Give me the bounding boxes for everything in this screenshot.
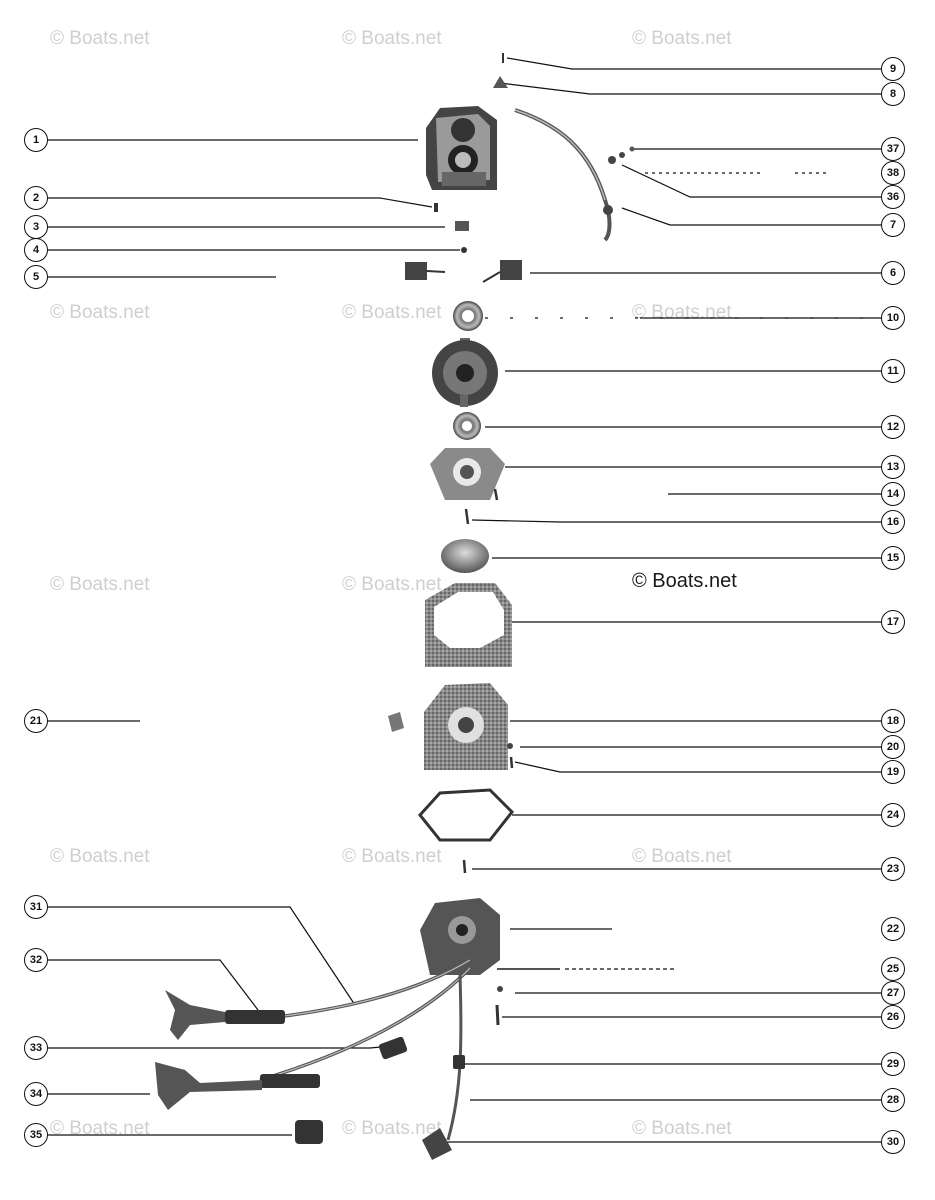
leader-line-2 xyxy=(36,197,433,208)
watermark: © Boats.net xyxy=(50,28,150,49)
part-5 xyxy=(405,262,446,280)
callout-19: 19 xyxy=(881,760,905,784)
part-6 xyxy=(482,260,522,283)
leader-line-36 xyxy=(621,164,893,198)
callout-15: 15 xyxy=(881,546,905,570)
watermark: © Boats.net xyxy=(342,1118,442,1139)
part-rotor-11 xyxy=(432,338,498,407)
part-screw-16 xyxy=(464,508,470,525)
callout-12: 12 xyxy=(881,415,905,439)
callout-33: 33 xyxy=(24,1036,48,1060)
watermark: © Boats.net xyxy=(632,846,732,867)
callout-26: 26 xyxy=(881,1005,905,1029)
callout-11: 11 xyxy=(881,359,905,383)
watermark: © Boats.net xyxy=(50,1118,150,1139)
part-3 xyxy=(455,221,469,231)
part-housing-top xyxy=(426,106,497,190)
callout-8: 8 xyxy=(881,82,905,106)
leader-line-7 xyxy=(621,207,893,226)
callout-16: 16 xyxy=(881,510,905,534)
leader-line-8 xyxy=(499,82,893,95)
part-19 xyxy=(509,756,514,769)
leader-line-9 xyxy=(506,57,893,70)
callout-7: 7 xyxy=(881,213,905,237)
callout-36: 36 xyxy=(881,185,905,209)
callout-23: 23 xyxy=(881,857,905,881)
part-housing-18 xyxy=(424,683,508,770)
part-27 xyxy=(497,986,503,992)
part-screw-23 xyxy=(462,859,467,874)
callout-38: 38 xyxy=(881,161,905,185)
leader-line-32 xyxy=(36,959,259,1011)
callout-13: 13 xyxy=(881,455,905,479)
callout-22: 22 xyxy=(881,917,905,941)
callout-29: 29 xyxy=(881,1052,905,1076)
part-boot-32 xyxy=(165,990,285,1040)
callout-25: 25 xyxy=(881,957,905,981)
watermark: © Boats.net xyxy=(342,574,442,595)
part-26 xyxy=(495,1004,500,1026)
watermark: © Boats.net xyxy=(50,574,150,595)
callout-35: 35 xyxy=(24,1123,48,1147)
callout-1: 1 xyxy=(24,128,48,152)
callout-6: 6 xyxy=(881,261,905,285)
callout-27: 27 xyxy=(881,981,905,1005)
part-29 xyxy=(453,1055,465,1069)
callout-10: 10 xyxy=(881,306,905,330)
callout-2: 2 xyxy=(24,186,48,210)
part-fitting-21 xyxy=(388,712,404,732)
part-4 xyxy=(461,247,467,253)
callout-18: 18 xyxy=(881,709,905,733)
part-20 xyxy=(507,743,513,749)
part-connector-30 xyxy=(422,1128,452,1160)
part-screw-14 xyxy=(493,488,499,501)
watermark: © Boats.net xyxy=(632,28,732,49)
callout-9: 9 xyxy=(881,57,905,81)
part-gasket-17 xyxy=(425,583,512,667)
callout-21: 21 xyxy=(24,709,48,733)
watermark: © Boats.net xyxy=(342,28,442,49)
part-38 xyxy=(619,152,625,158)
callout-5: 5 xyxy=(24,265,48,289)
watermark: © Boats.net xyxy=(50,846,150,867)
part-gasket-24 xyxy=(418,788,515,842)
callout-37: 37 xyxy=(881,137,905,161)
leader-line-31 xyxy=(36,906,356,1006)
watermark: © Boats.net xyxy=(342,302,442,323)
callout-3: 3 xyxy=(24,215,48,239)
leader-line-33 xyxy=(36,1045,393,1049)
callout-31: 31 xyxy=(24,895,48,919)
part-cap-8 xyxy=(493,76,508,88)
watermark: © Boats.net xyxy=(50,302,150,323)
callout-17: 17 xyxy=(881,610,905,634)
part-36 xyxy=(608,156,616,164)
callout-32: 32 xyxy=(24,948,48,972)
callout-28: 28 xyxy=(881,1088,905,1112)
leader-line-16 xyxy=(471,519,893,523)
part-plate-13 xyxy=(430,448,505,500)
leader-line-19 xyxy=(514,761,893,773)
watermark: © Boats.net xyxy=(632,1118,732,1139)
callout-4: 4 xyxy=(24,238,48,262)
part-disc-15 xyxy=(441,539,489,573)
part-35 xyxy=(295,1120,323,1144)
callout-20: 20 xyxy=(881,735,905,759)
callout-30: 30 xyxy=(881,1130,905,1154)
callout-34: 34 xyxy=(24,1082,48,1106)
watermark: © Boats.net xyxy=(342,846,442,867)
watermark-main: © Boats.net xyxy=(632,570,737,592)
part-37 xyxy=(629,146,635,152)
callout-24: 24 xyxy=(881,803,905,827)
part-2 xyxy=(434,203,438,212)
part-sleeve-33 xyxy=(378,1036,408,1060)
part-coil-22 xyxy=(420,898,500,975)
callout-14: 14 xyxy=(881,482,905,506)
part-boot-34 xyxy=(155,1062,320,1110)
